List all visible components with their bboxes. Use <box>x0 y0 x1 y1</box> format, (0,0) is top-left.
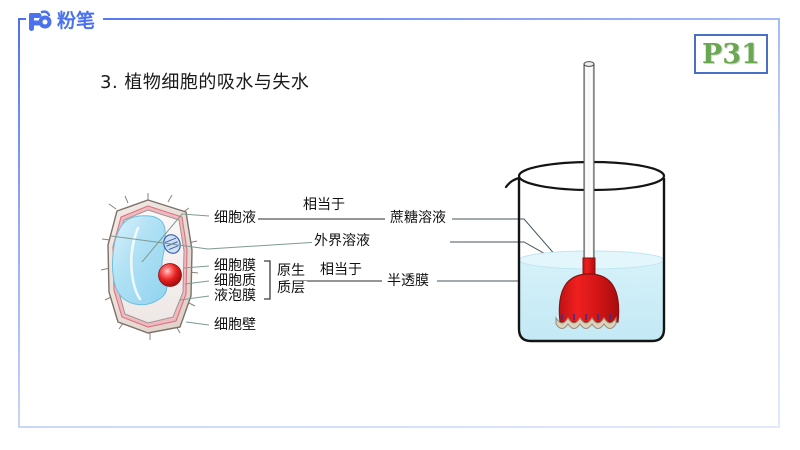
label-cytoplasm: 细胞质 <box>212 273 258 289</box>
nucleus-outline <box>158 263 182 287</box>
beaker-group <box>504 61 666 343</box>
page-title: 3. 植物细胞的吸水与失水 <box>100 72 310 93</box>
funnel-neck <box>582 257 596 275</box>
page-number-text: P31 <box>702 38 760 70</box>
beaker-spout <box>504 176 521 189</box>
funnel-bulb <box>558 273 620 323</box>
cell-leader-lines <box>110 213 351 326</box>
vacuole-shape <box>111 215 168 306</box>
label-protoplast-layer-line2: 质层 <box>275 280 307 296</box>
beaker-body <box>517 178 666 343</box>
label-equivalent-bottom: 相当于 <box>318 262 364 278</box>
label-cell-membrane: 细胞膜 <box>212 258 258 274</box>
label-external-solution: 外界溶液 <box>312 233 372 249</box>
label-vacuole-membrane: 液泡膜 <box>212 288 258 304</box>
label-sucrose-solution: 蔗糖溶液 <box>388 210 448 226</box>
semipermeable-membrane <box>555 316 617 330</box>
label-equivalent-top: 相当于 <box>301 197 347 213</box>
protoplast-bracket <box>264 260 271 300</box>
nucleus-shape <box>158 263 182 287</box>
brand-logo-text: 粉笔 <box>57 10 96 32</box>
brand-logo: 粉笔 <box>26 10 104 32</box>
glass-tube <box>583 63 595 265</box>
page-number-badge: P31 <box>694 34 768 74</box>
vacuole-highlight <box>129 226 142 301</box>
plant-cell-group <box>100 193 596 340</box>
fenbi-logo-icon <box>28 10 52 31</box>
glass-tube-top <box>583 61 595 67</box>
label-cell-sap: 细胞液 <box>212 210 258 226</box>
membrane-pores-icon <box>561 314 611 320</box>
label-protoplast-layer-line1: 原生 <box>275 263 307 279</box>
label-semipermeable-membrane: 半透膜 <box>385 273 431 289</box>
label-cell-wall: 细胞壁 <box>212 317 258 333</box>
